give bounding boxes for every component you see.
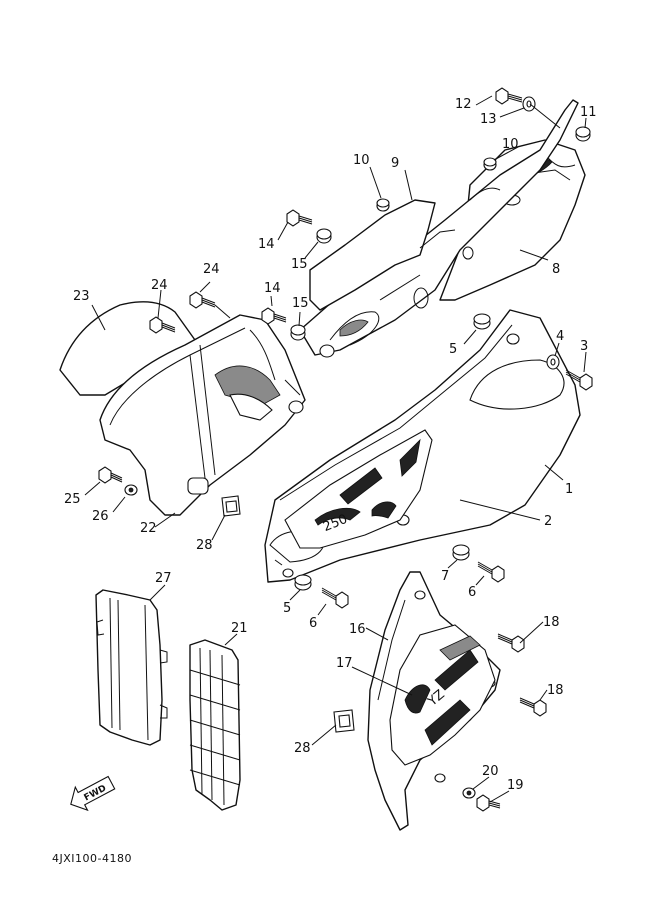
part-22-side-cover — [99, 314, 306, 516]
callout-20: 20 — [482, 764, 499, 779]
collar-11-icon — [575, 126, 591, 142]
callout-28a: 28 — [196, 538, 213, 553]
bolt-18b-icon — [519, 697, 547, 717]
callout-1: 1 — [565, 482, 573, 497]
part-9-shroud — [299, 99, 579, 358]
bolt-6b-icon — [477, 561, 505, 583]
callout-8: 8 — [552, 262, 560, 277]
callout-15b: 15 — [292, 296, 309, 311]
washer-20-icon — [462, 787, 476, 799]
callout-24a: 24 — [151, 278, 168, 293]
part-21-louver — [189, 639, 241, 811]
callout-7: 7 — [441, 569, 449, 584]
callout-15a: 15 — [291, 257, 308, 272]
leader-lines — [84, 95, 587, 803]
callout-9: 9 — [391, 156, 399, 171]
bolt-6a-icon — [321, 587, 349, 609]
callout-24b: 24 — [203, 262, 220, 277]
bolt-24b-icon — [189, 291, 216, 309]
clip-nut-28b-icon — [333, 709, 355, 733]
callout-6a: 6 — [309, 616, 317, 631]
part-27-radiator-guard — [95, 589, 168, 746]
callout-21: 21 — [231, 621, 248, 636]
collar-15b-icon — [290, 324, 306, 341]
callout-10a: 10 — [353, 153, 370, 168]
collar-15a-icon — [316, 228, 332, 244]
callout-13: 13 — [480, 112, 497, 127]
collar-5b-icon — [294, 574, 312, 591]
callout-12: 12 — [455, 97, 472, 112]
collar-7-icon — [452, 544, 470, 561]
bolt-25-icon — [98, 466, 123, 484]
part-2-side-cover-decal: 250 — [284, 429, 433, 549]
callout-28b: 28 — [294, 741, 311, 756]
callout-11: 11 — [580, 105, 597, 120]
collar-5a-icon — [473, 313, 491, 330]
callout-10b: 10 — [502, 137, 519, 152]
callout-18b: 18 — [547, 683, 564, 698]
callout-14b: 14 — [264, 281, 281, 296]
bolt-14b-icon — [261, 307, 287, 325]
callout-18a: 18 — [543, 615, 560, 630]
callout-16: 16 — [349, 622, 366, 637]
clip-nut-28a-icon — [221, 495, 241, 517]
bolt-18a-icon — [497, 633, 525, 653]
collar-10b-icon — [483, 157, 497, 171]
callout-6b: 6 — [468, 585, 476, 600]
bolt-19-icon — [476, 794, 501, 812]
fwd-arrow-icon: FWD — [70, 775, 116, 812]
callout-17: 17 — [336, 656, 353, 671]
washer-26-icon — [124, 484, 138, 496]
bolt-12-icon — [495, 87, 523, 105]
callout-5b: 5 — [283, 601, 291, 616]
callout-2: 2 — [544, 514, 552, 529]
callout-19: 19 — [507, 778, 524, 793]
part-17-number-plate-decal: YZ — [389, 624, 496, 766]
callout-5a: 5 — [449, 342, 457, 357]
callouts: 1 2 3 4 5 5 6 6 7 8 9 10 10 11 12 13 14 … — [64, 97, 597, 793]
callout-23: 23 — [73, 289, 90, 304]
washer-13-icon — [522, 96, 536, 112]
bolt-3-icon — [565, 369, 593, 391]
bolt-14a-icon — [286, 209, 313, 227]
callout-22: 22 — [140, 521, 157, 536]
callout-26: 26 — [92, 509, 109, 524]
hardware — [98, 87, 593, 812]
callout-3: 3 — [580, 339, 588, 354]
callout-25: 25 — [64, 492, 81, 507]
callout-4: 4 — [556, 329, 564, 344]
callout-27: 27 — [155, 571, 172, 586]
collar-10a-icon — [376, 198, 390, 212]
washer-4-icon — [546, 354, 560, 370]
diagram-code: 4JXI100-4180 — [52, 852, 132, 865]
callout-14a: 14 — [258, 237, 275, 252]
bolt-24a-icon — [149, 316, 176, 334]
